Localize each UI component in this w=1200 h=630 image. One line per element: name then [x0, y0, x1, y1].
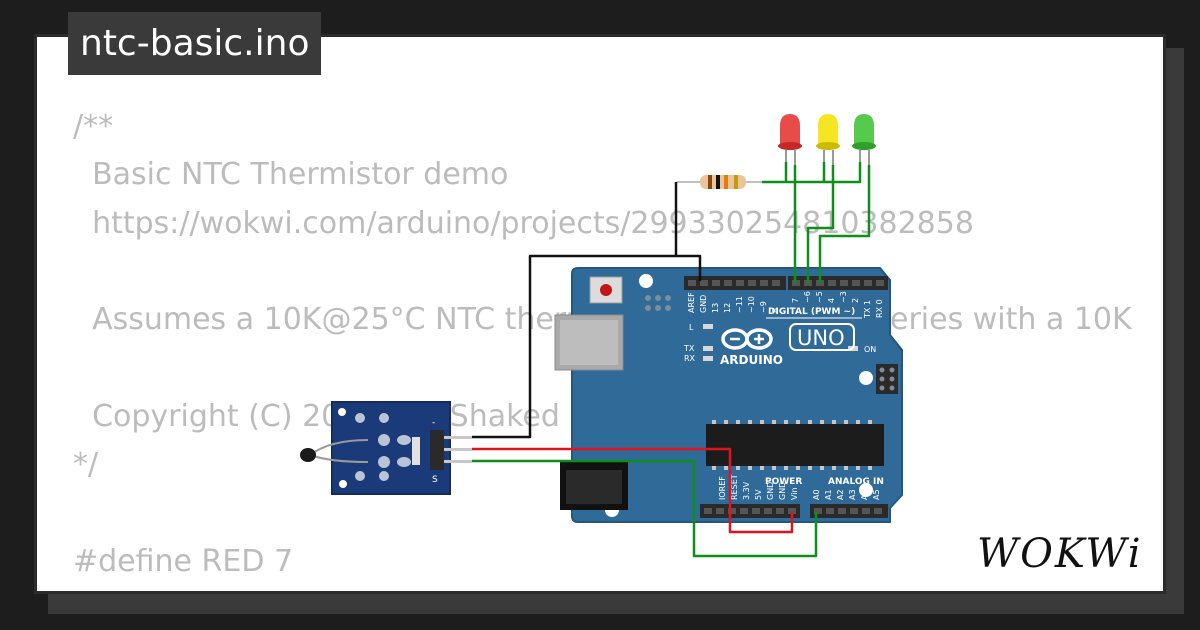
wire-gnd-sensor	[472, 254, 702, 439]
pin-label: A4	[860, 489, 869, 500]
rx-label: RX	[684, 354, 696, 363]
resistor[interactable]	[676, 175, 762, 189]
pin-label: ~5	[815, 291, 824, 303]
pin-label: 13	[711, 303, 720, 313]
pin-label: 3.3V	[742, 481, 751, 500]
pin-label: GND	[778, 482, 787, 500]
code-line: Basic NTC Thermistor demo	[73, 157, 509, 193]
digital-header-label: DIGITAL (PWM ~)	[768, 307, 855, 317]
sensor-pin-label: S	[432, 475, 438, 485]
pin-label: ~3	[839, 291, 848, 303]
l-led-label: L	[689, 323, 694, 332]
wire-led-green-pin5	[818, 165, 871, 283]
pin-label: ~6	[803, 291, 812, 303]
file-title-tab[interactable]: ntc-basic.ino	[68, 12, 322, 75]
pin-label: A1	[824, 489, 833, 500]
pin-label: RX 0	[875, 299, 884, 318]
wokwi-logo[interactable]: WOKWi	[977, 531, 1143, 577]
pin-label: GND	[699, 295, 708, 313]
pin-label: 8	[771, 308, 780, 313]
analog-in-label: ANALOG IN	[828, 477, 884, 487]
pin-label: 4	[827, 298, 836, 303]
pin-label: ~9	[759, 301, 768, 313]
led-green[interactable]	[852, 114, 876, 165]
thermistor	[300, 448, 316, 462]
pin-label: GND	[766, 482, 775, 500]
wire-5v	[472, 447, 794, 534]
wire-cathode-bus	[762, 162, 862, 184]
on-led-label: ON	[864, 345, 876, 354]
led-red[interactable]	[778, 114, 802, 165]
code-line: /**	[73, 109, 114, 144]
pin-label: 7	[791, 298, 800, 303]
pin-label: 5V	[754, 489, 763, 500]
wire-led-yellow-pin6	[806, 165, 835, 283]
ntc-sensor-module[interactable]: - S	[300, 401, 472, 495]
sensor-pin-label: -	[432, 418, 435, 428]
code-line: */	[73, 447, 99, 483]
wire-signal-a0	[472, 459, 818, 558]
pin-label: 2	[851, 298, 860, 303]
pin-label: AREF	[687, 292, 696, 313]
arduino-logo: ARDUINO	[720, 328, 783, 367]
pin-label: 12	[723, 303, 732, 313]
pin-label: A5	[872, 489, 881, 500]
tx-label: TX	[683, 344, 695, 353]
pin-label: Vin	[790, 487, 799, 500]
code-line: #define RED 7	[73, 543, 294, 579]
pin-label: A0	[812, 489, 821, 500]
pin-label: RESET	[730, 474, 739, 500]
arduino-brand-label: ARDUINO	[720, 353, 783, 367]
pin-label: ~11	[735, 296, 744, 313]
pin-label: TX 1	[863, 300, 872, 319]
pin-label: ~10	[747, 296, 756, 313]
led-yellow[interactable]	[816, 114, 840, 165]
uno-model-label: UNO	[797, 326, 845, 350]
pin-label: IOREF	[718, 476, 727, 500]
pin-label: A2	[836, 489, 845, 500]
pin-label: A3	[848, 489, 857, 500]
power-label: POWER	[765, 477, 802, 487]
arduino-uno-board[interactable]: AREF GND 13 12 ~11 ~10 ~9 8 7 ~6 ~5 4 ~3…	[554, 267, 903, 523]
